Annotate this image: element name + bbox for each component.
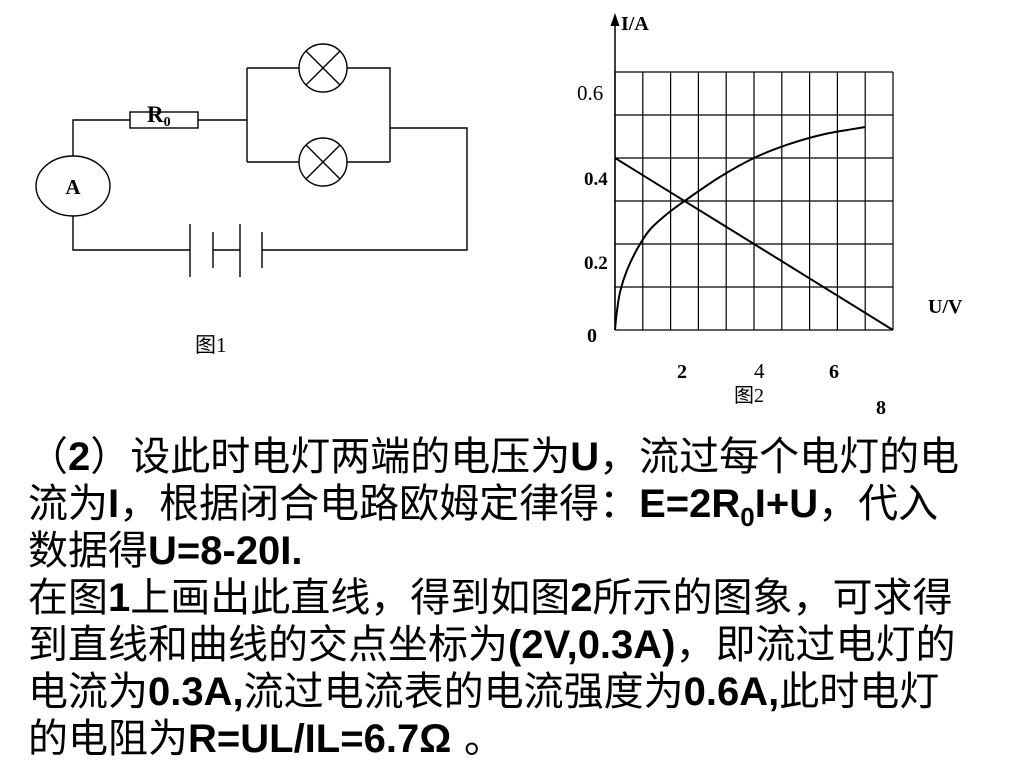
explanation-text-block: （2）设此时电灯两端的电压为U，流过每个电灯的电流为I，根据闭合电路欧姆定律得：… [28,434,1018,763]
lamp-cross [305,50,341,86]
explanation-text: 数据得 [28,528,148,574]
explanation-text: 流过电流表的电流强度为 [243,669,684,715]
circuit-diagram [35,43,468,277]
explanation-text: 。 [451,716,504,762]
x-axis-label: U/V [928,296,963,318]
formula-text: R=UL/IL=6.7Ω [188,717,452,761]
explanation-text: ，代入 [818,481,939,527]
ammeter-label: A [65,175,81,199]
explanation-line: （2）设此时电灯两端的电压为U，流过每个电灯的电 [28,434,1018,481]
parallel-branch-wires [246,67,391,163]
explanation-text: ，流过每个电灯的电 [599,434,960,480]
y-tick-label: 0.6 [577,81,603,105]
formula-text: U=8-20I. [148,529,303,573]
explanation-text: （ [28,434,68,480]
formula-text: 1 [108,576,131,620]
explanation-text: 到直线和曲线的交点坐标为 [28,622,508,668]
x-tick-label: 4 [754,359,765,383]
explanation-line: 到直线和曲线的交点坐标为(2V,0.3A)，即流过电灯的 [28,622,1018,669]
load-line [614,157,894,331]
ammeter [35,155,111,217]
series-group [614,126,894,331]
lamp-top [298,43,348,93]
lamp-iv-curve [614,126,866,331]
y-tick-label: 0 [587,325,597,347]
iv-graph: I/A U/V 0.6 0.4 0.2 0 2 4 6 8 图2 [577,13,963,419]
y-tick-label: 0.4 [584,169,608,190]
explanation-text: ，根据闭合电路欧姆定律得： [119,481,640,527]
explanation-text: 流为 [28,481,108,527]
formula-text: I [108,482,120,526]
resistor-label-main: R [147,102,164,127]
explanation-line: 流为I，根据闭合电路欧姆定律得：E=2R0I+U，代入 [28,481,1018,532]
explanation-text: 的电阻为 [28,716,188,762]
explanation-text: ，即流过电灯的 [675,622,956,668]
wire [72,119,130,156]
resistor-label-subscript: 0 [164,115,171,130]
y-axis-arrow-icon [610,13,620,26]
lamp-bottom [298,137,348,187]
figures-canvas: A R0 图1 I/A U/V 0.6 0.4 0.2 0 2 4 6 8 图2 [35,13,963,419]
explanation-text: 上画出此直线，得到如图 [130,575,571,621]
explanation-line: 电流为0.3A,流过电流表的电流强度为0.6A,此时电灯 [28,669,1018,716]
formula-text: (2V,0.3A) [508,623,676,667]
subscript-text: 0 [740,502,755,532]
formula-text: 2 [68,435,91,479]
explanation-line: 的电阻为R=UL/IL=6.7Ω 。 [28,716,1018,763]
formula-text: U [570,435,600,479]
explanation-text: 所示的图象，可求得 [592,575,953,621]
grid [614,71,894,331]
explanation-text: 电流为 [28,669,148,715]
explanation-text: 在图 [28,575,108,621]
battery [189,224,263,277]
figure-2-caption: 图2 [734,385,764,407]
y-tick-label: 0.2 [584,253,608,274]
wire [72,216,190,251]
formula-text: E=2R [639,482,741,526]
x-tick-label: 2 [677,361,687,383]
x-tick-label: 8 [876,397,886,419]
figure-1-caption: 图1 [195,333,227,357]
resistor-label: R0 [147,102,171,130]
explanation-text: 此时电灯 [779,669,940,715]
explanation-text: ）设此时电灯两端的电压为 [90,434,571,480]
explanation-line: 在图1上画出此直线，得到如图2所示的图象，可求得 [28,575,1018,622]
formula-text: 0.3A, [148,670,244,714]
formula-text: 0.6A, [683,670,780,714]
formula-text: I+U [754,482,819,526]
explanation-line: 数据得U=8-20I. [28,528,1018,575]
wire [262,127,468,251]
lamp-cross [305,144,341,180]
formula-text: 2 [570,576,593,620]
y-axis-label: I/A [621,13,649,35]
x-tick-label: 6 [829,361,839,383]
